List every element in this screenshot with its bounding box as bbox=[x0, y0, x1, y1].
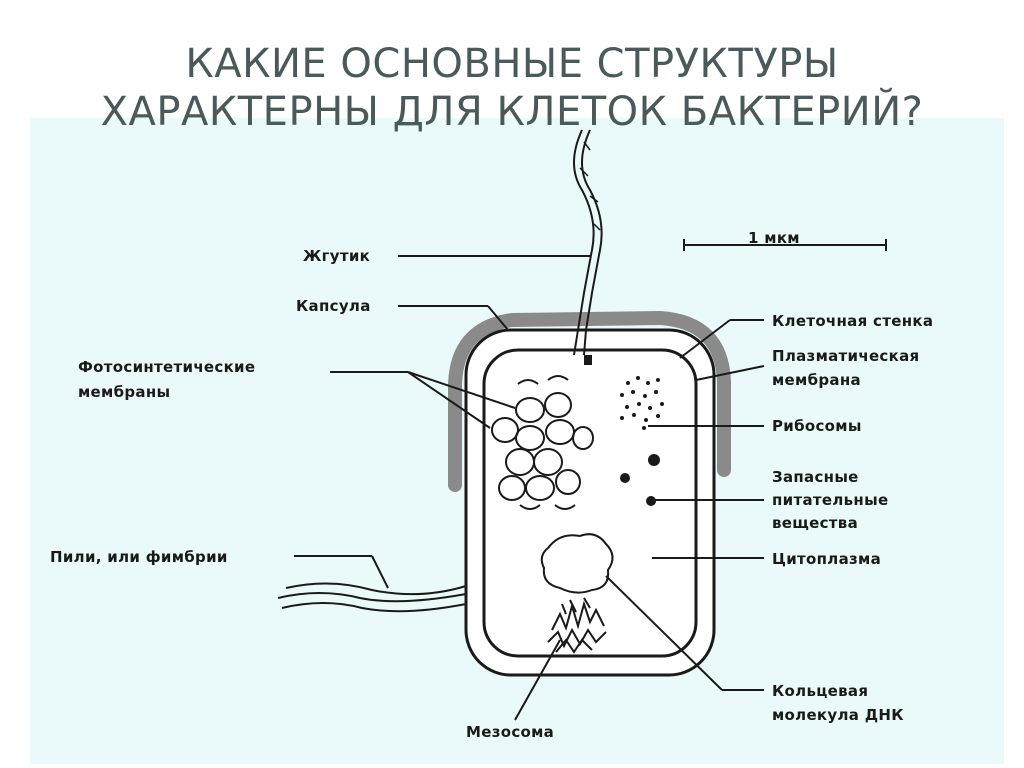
storage-granules bbox=[620, 454, 660, 506]
leader-lines bbox=[294, 255, 765, 721]
label-photosynthetic-line2: мембраны bbox=[78, 383, 170, 401]
label-mesosome: Мезосома bbox=[466, 723, 554, 741]
label-photosynthetic-line1: Фотосинтетические bbox=[78, 358, 255, 376]
flagellum bbox=[573, 129, 603, 365]
scale-bar-label: 1 мкм bbox=[748, 229, 800, 247]
label-storage-line2: питательные bbox=[772, 491, 888, 509]
label-dna-line1: Кольцевая bbox=[772, 682, 868, 700]
label-ribosomes: Рибосомы bbox=[772, 417, 862, 435]
capsule bbox=[448, 310, 731, 492]
label-flagellum: Жгутик bbox=[303, 247, 370, 265]
label-capsule: Капсула bbox=[296, 297, 371, 315]
label-plasma-line2: мембрана bbox=[772, 371, 861, 389]
mesosome bbox=[547, 597, 607, 654]
slide-title: КАКИЕ ОСНОВНЫЕ СТРУКТУРЫ ХАРАКТЕРНЫ ДЛЯ … bbox=[0, 40, 1024, 136]
title-line-2: ХАРАКТЕРНЫ ДЛЯ КЛЕТОК БАКТЕРИЙ? bbox=[100, 89, 924, 135]
ribosomes bbox=[620, 376, 664, 430]
scale-bar bbox=[683, 239, 887, 251]
dna-nucleoid bbox=[540, 533, 614, 594]
plasma-membrane bbox=[482, 348, 698, 658]
label-storage-line3: вещества bbox=[772, 514, 858, 532]
label-storage-line1: Запасные bbox=[772, 468, 859, 486]
pili bbox=[277, 582, 467, 613]
label-cytoplasm: Цитоплазма bbox=[772, 550, 881, 568]
label-pili: Пили, или фимбрии bbox=[50, 548, 228, 566]
label-dna-line2: молекула ДНК bbox=[772, 706, 904, 724]
title-line-1: КАКИЕ ОСНОВНЫЕ СТРУКТУРЫ bbox=[185, 41, 839, 87]
photosynthetic-membranes bbox=[491, 375, 594, 510]
label-cell-wall: Клеточная стенка bbox=[772, 312, 933, 330]
label-plasma-line1: Плазматическая bbox=[772, 347, 919, 365]
